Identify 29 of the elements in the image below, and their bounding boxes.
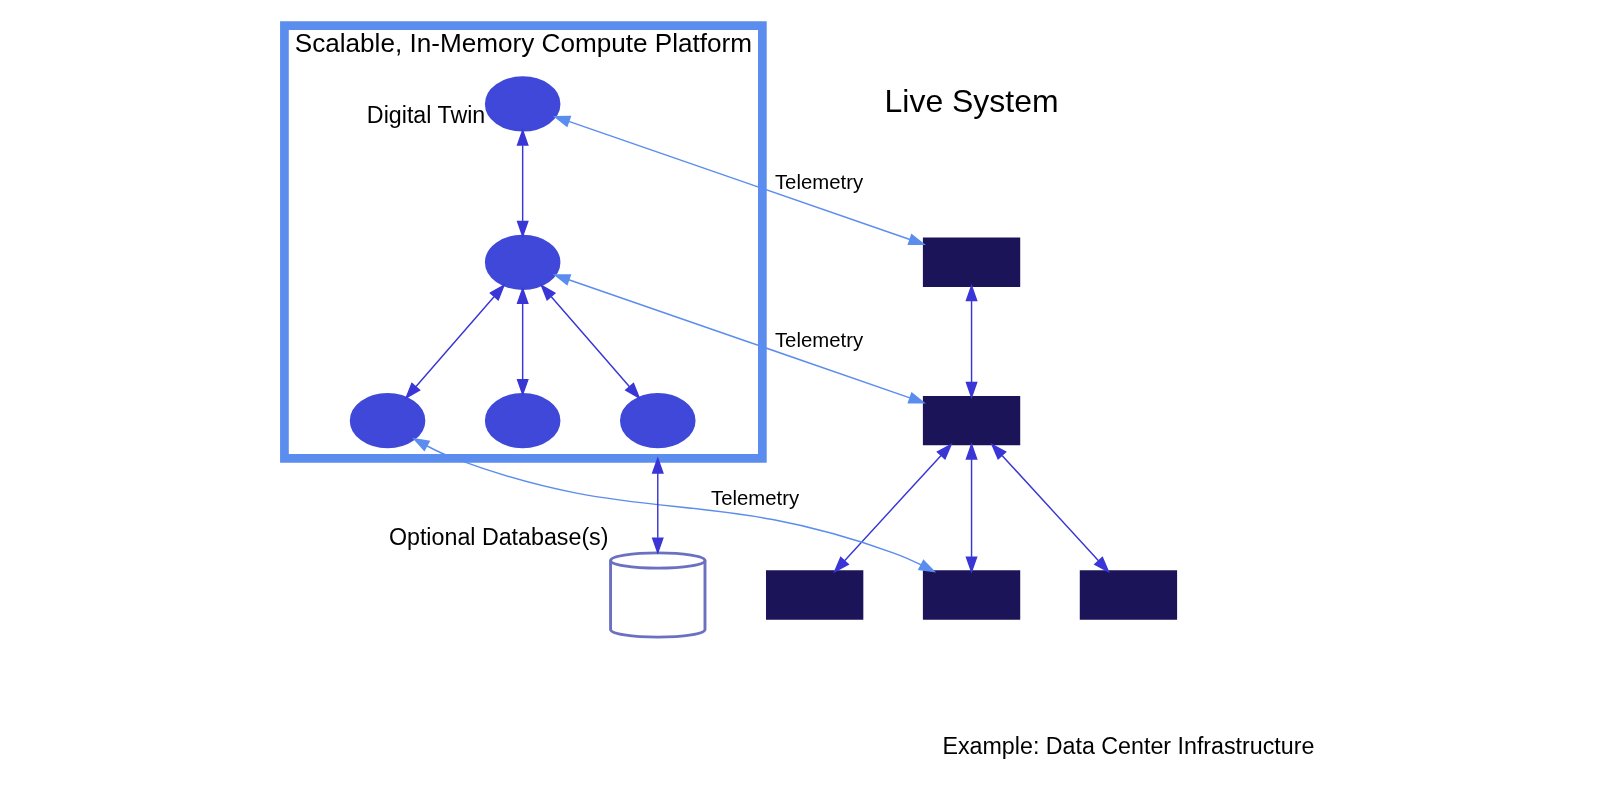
label: Live System bbox=[884, 83, 1059, 120]
node-box bbox=[922, 237, 1020, 287]
arrow bbox=[404, 283, 505, 400]
node-circle bbox=[484, 234, 560, 290]
arrow bbox=[651, 456, 664, 555]
node-circle bbox=[484, 393, 560, 449]
arrow bbox=[552, 274, 926, 404]
arrow bbox=[990, 442, 1110, 574]
arrow bbox=[964, 442, 978, 574]
node-label: Optional Database(s) bbox=[388, 524, 608, 551]
arrow bbox=[539, 283, 641, 400]
node-box bbox=[765, 570, 863, 620]
arrow bbox=[964, 283, 978, 400]
node-circle bbox=[484, 76, 560, 132]
edge-label: Telemetry bbox=[774, 328, 863, 351]
node-label: Digital Twin bbox=[366, 101, 485, 128]
node-circle bbox=[349, 393, 425, 449]
arrow bbox=[411, 437, 936, 573]
edge-label: Telemetry bbox=[710, 487, 799, 510]
node-box bbox=[922, 570, 1020, 620]
arrow bbox=[552, 115, 926, 246]
edge-label: Telemetry bbox=[774, 170, 863, 193]
node-circle bbox=[619, 393, 696, 449]
arrow bbox=[832, 442, 953, 574]
node-box bbox=[1079, 570, 1177, 620]
arrow bbox=[516, 128, 529, 239]
label: Example: Data Center Infrastructure bbox=[941, 733, 1314, 760]
node-box bbox=[922, 395, 1020, 446]
arrow bbox=[516, 286, 529, 397]
